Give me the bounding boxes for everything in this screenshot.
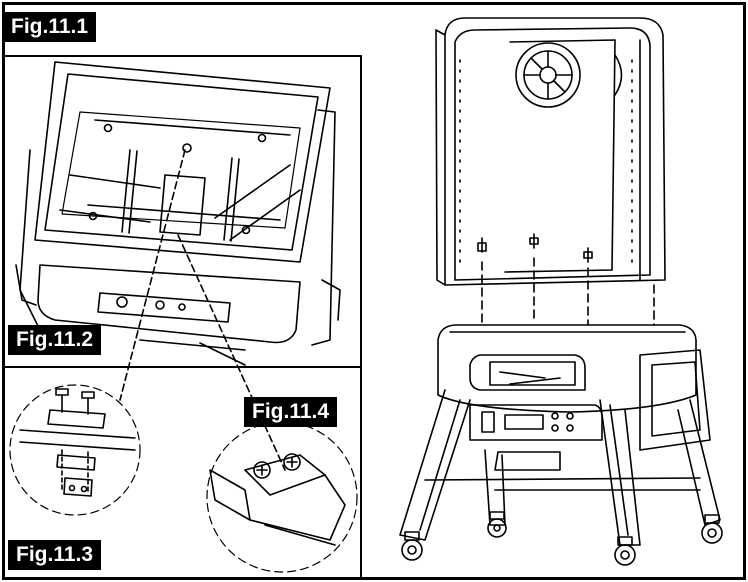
figure-label-11-2: Fig.11.2 [8,325,102,355]
smoker-body-top-view [15,61,341,366]
alignment-guides [481,257,655,326]
figure-label-11-4: Fig.11.4 [244,397,338,427]
figure-label-11-3: Fig.11.3 [8,540,102,570]
left-inset-panel [2,55,362,580]
leader-lines [119,149,286,471]
detail-screws-bracket [9,384,141,516]
inset-divider [2,366,362,368]
wheels [401,511,723,566]
detail-handle-bracket [206,421,358,573]
figure-label-11-1: Fig.11.1 [3,12,97,42]
upper-cabinet [435,17,666,286]
base-unit [437,324,711,471]
